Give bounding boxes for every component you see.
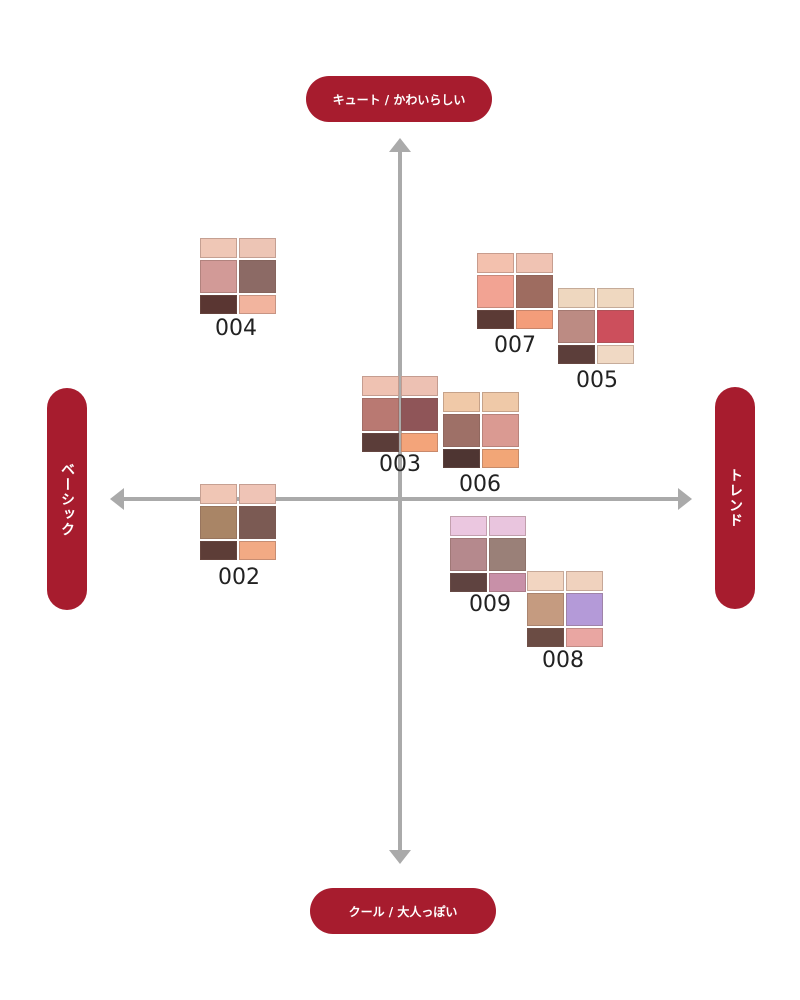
palette-code-004: 004 [215, 316, 257, 341]
arrow-right-icon [678, 488, 692, 510]
arrow-up-icon [389, 138, 411, 152]
palette-003[interactable] [362, 376, 438, 452]
axis-label-top: キュート / かわいらしい [306, 76, 492, 122]
swatch-top-right [489, 516, 526, 536]
swatch-main-left [450, 538, 487, 571]
swatch-main-left [362, 398, 399, 431]
swatch-top-right [239, 238, 276, 258]
palette-code-009: 009 [469, 592, 511, 617]
palette-005[interactable] [558, 288, 634, 364]
swatch-main-left [443, 414, 480, 447]
swatch-liner-left [527, 628, 564, 647]
swatch-liner-right [401, 433, 438, 452]
swatch-liner-left [450, 573, 487, 592]
palette-code-008: 008 [542, 648, 584, 673]
arrow-down-icon [389, 850, 411, 864]
swatch-liner-right [489, 573, 526, 592]
swatch-main-left [477, 275, 514, 308]
swatch-top-right [516, 253, 553, 273]
swatch-top-right [239, 484, 276, 504]
swatch-main-right [566, 593, 603, 626]
swatch-top-left [450, 516, 487, 536]
swatch-top-left [443, 392, 480, 412]
palette-code-006: 006 [459, 472, 501, 497]
palette-006[interactable] [443, 392, 519, 468]
swatch-liner-right [239, 541, 276, 560]
swatch-main-right [239, 506, 276, 539]
swatch-top-left [527, 571, 564, 591]
axis-label-right-text: トレンド [727, 468, 743, 528]
swatch-liner-left [477, 310, 514, 329]
swatch-top-right [566, 571, 603, 591]
swatch-main-left [200, 260, 237, 293]
palette-007[interactable] [477, 253, 553, 329]
palette-code-002: 002 [218, 565, 260, 590]
palette-code-003: 003 [379, 452, 421, 477]
swatch-liner-left [443, 449, 480, 468]
palette-008[interactable] [527, 571, 603, 647]
swatch-main-right [239, 260, 276, 293]
swatch-liner-left [558, 345, 595, 364]
swatch-top-left [477, 253, 514, 273]
swatch-top-left [200, 484, 237, 504]
swatch-liner-left [200, 541, 237, 560]
axis-label-left: ベーシック [47, 388, 87, 610]
swatch-liner-right [516, 310, 553, 329]
swatch-top-left [558, 288, 595, 308]
swatch-liner-right [482, 449, 519, 468]
palette-code-007: 007 [494, 333, 536, 358]
swatch-liner-left [200, 295, 237, 314]
axis-label-top-text: キュート / かわいらしい [332, 92, 466, 107]
palette-code-005: 005 [576, 368, 618, 393]
swatch-main-left [558, 310, 595, 343]
palette-004[interactable] [200, 238, 276, 314]
swatch-main-right [489, 538, 526, 571]
swatch-main-right [516, 275, 553, 308]
axis-label-right: トレンド [715, 387, 755, 609]
swatch-main-right [482, 414, 519, 447]
axis-label-left-text: ベーシック [59, 461, 75, 537]
swatch-top-right [401, 376, 438, 396]
axis-label-bottom: クール / 大人っぽい [310, 888, 496, 934]
swatch-main-left [527, 593, 564, 626]
palette-009[interactable] [450, 516, 526, 592]
swatch-top-left [200, 238, 237, 258]
swatch-main-right [597, 310, 634, 343]
arrow-left-icon [110, 488, 124, 510]
swatch-top-right [597, 288, 634, 308]
swatch-top-left [362, 376, 399, 396]
swatch-main-right [401, 398, 438, 431]
axis-label-bottom-text: クール / 大人っぽい [348, 904, 458, 919]
swatch-liner-right [239, 295, 276, 314]
swatch-main-left [200, 506, 237, 539]
swatch-liner-left [362, 433, 399, 452]
palette-002[interactable] [200, 484, 276, 560]
swatch-liner-right [566, 628, 603, 647]
swatch-liner-right [597, 345, 634, 364]
swatch-top-right [482, 392, 519, 412]
